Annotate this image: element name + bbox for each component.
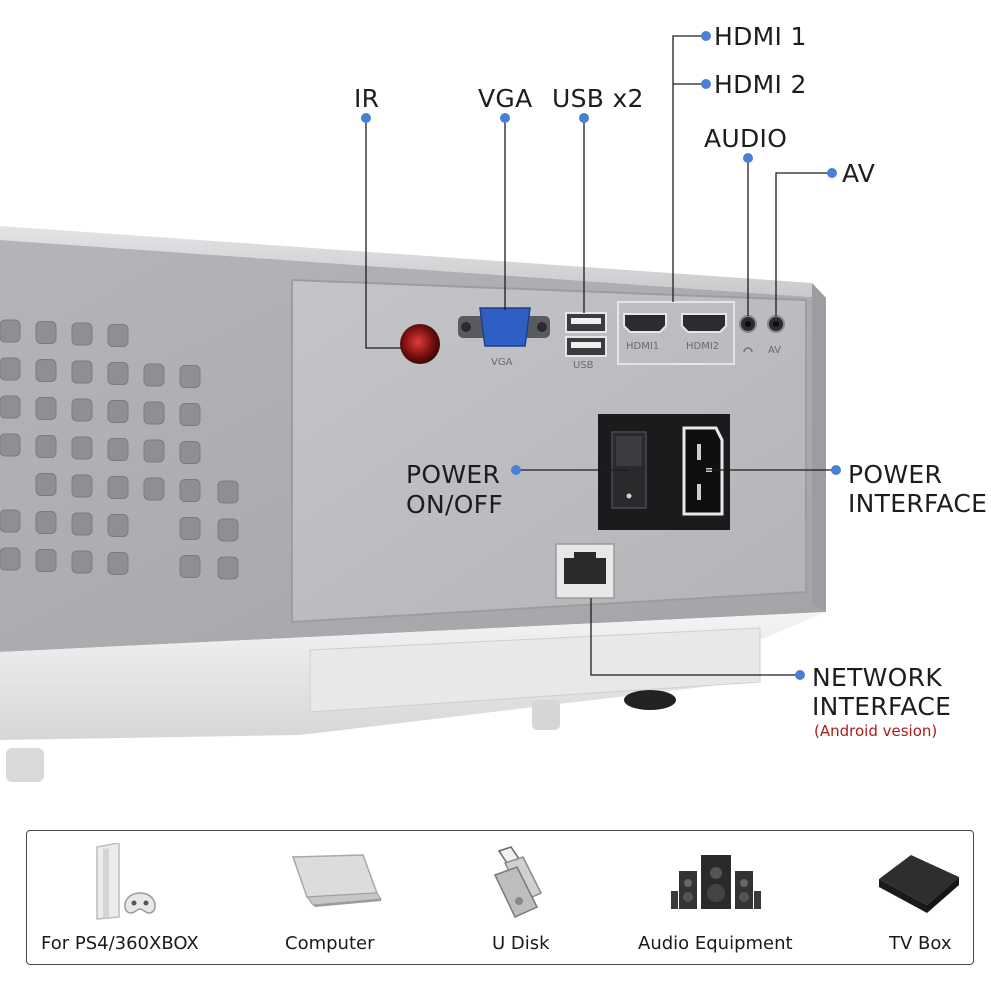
vent-slot bbox=[71, 512, 93, 536]
vent-slot bbox=[0, 433, 21, 457]
callout-dot-power-interface bbox=[831, 465, 841, 475]
label-usb: USB x2 bbox=[552, 84, 644, 113]
vent-slot bbox=[35, 511, 57, 534]
callout-dot-av bbox=[827, 168, 837, 178]
vga-port bbox=[458, 307, 550, 347]
power-socket bbox=[682, 426, 724, 516]
foot-right bbox=[624, 690, 676, 710]
callout-lines bbox=[365, 35, 836, 676]
label-ir: IR bbox=[354, 84, 380, 113]
speaker-system-icon bbox=[671, 855, 761, 909]
vent-slot bbox=[35, 549, 57, 572]
port-label-hdmi2: HDMI2 bbox=[686, 341, 720, 352]
device-label-console: For PS4/360XBOX bbox=[41, 933, 199, 954]
label-power-interface-line2: INTERFACE bbox=[848, 489, 988, 518]
port-label-hdmi1: HDMI1 bbox=[626, 341, 660, 352]
label-hdmi2: HDMI 2 bbox=[714, 70, 807, 99]
device-label-computer: Computer bbox=[285, 933, 375, 954]
vent-grid bbox=[0, 319, 239, 580]
label-hdmi1: HDMI 1 bbox=[714, 22, 807, 51]
vent-slot bbox=[71, 436, 93, 460]
vent-slot bbox=[0, 395, 21, 419]
vent-slot bbox=[107, 552, 129, 575]
compatible-devices-panel: For PS4/360XBOX Computer U Disk Audio Eq… bbox=[26, 830, 974, 965]
body-top-edge bbox=[0, 226, 826, 298]
vent-slot bbox=[107, 324, 129, 347]
label-network-line2: INTERFACE bbox=[812, 692, 952, 721]
vent-slot bbox=[0, 509, 21, 533]
vent-slot bbox=[0, 357, 21, 381]
label-network-line1: NETWORK bbox=[812, 663, 943, 692]
vent-slot bbox=[107, 438, 129, 461]
vent-slot bbox=[179, 555, 201, 578]
vent-slot bbox=[143, 401, 165, 425]
vent-slot bbox=[35, 473, 57, 496]
vent-slot bbox=[35, 397, 57, 420]
device-label-tvbox: TV Box bbox=[889, 933, 952, 954]
vent-slot bbox=[107, 514, 129, 537]
callout-dot-power-switch bbox=[511, 465, 521, 475]
callout-dot-vga bbox=[500, 113, 510, 123]
port-label-usb: USB bbox=[573, 360, 594, 371]
ir-sensor bbox=[400, 324, 440, 364]
vent-slot bbox=[0, 547, 21, 571]
vent-slot bbox=[179, 403, 201, 426]
label-audio: AUDIO bbox=[704, 124, 788, 153]
label-av: AV bbox=[842, 159, 876, 188]
label-network-note: (Android vesion) bbox=[814, 722, 938, 740]
foot-middle bbox=[532, 700, 560, 730]
hdmi-group-frame bbox=[617, 301, 735, 365]
label-vga: VGA bbox=[478, 84, 533, 113]
vent-slot bbox=[107, 400, 129, 423]
device-label-audio: Audio Equipment bbox=[638, 933, 793, 954]
label-power-interface-line1: POWER bbox=[848, 460, 943, 489]
game-console-icon bbox=[96, 843, 156, 920]
vent-slot bbox=[71, 474, 93, 498]
port-label-vga: VGA bbox=[491, 357, 513, 368]
vent-slot bbox=[71, 398, 93, 422]
vent-slot bbox=[143, 363, 165, 387]
vent-slot bbox=[35, 435, 57, 458]
callout-dot-usb bbox=[579, 113, 589, 123]
vent-slot bbox=[179, 441, 201, 464]
usb-drive-icon bbox=[493, 846, 543, 918]
port-label-av: AV bbox=[768, 345, 782, 356]
callout-dot-audio bbox=[743, 153, 753, 163]
vent-slot bbox=[71, 360, 93, 384]
vent-slot bbox=[107, 476, 129, 499]
foot-left bbox=[6, 748, 44, 782]
vent-slot bbox=[143, 477, 165, 501]
callout-dot-hdmi1 bbox=[701, 31, 711, 41]
tv-box-icon bbox=[879, 855, 959, 913]
vent-slot bbox=[217, 556, 239, 580]
vent-slot bbox=[35, 359, 57, 382]
network-port bbox=[555, 543, 615, 599]
callout-dots bbox=[361, 31, 841, 680]
label-power-switch-line1: POWER bbox=[406, 460, 501, 489]
device-label-udisk: U Disk bbox=[492, 933, 550, 954]
hdmi1-port bbox=[623, 313, 667, 333]
vent-slot bbox=[143, 439, 165, 463]
vent-slot bbox=[0, 319, 21, 343]
vent-slot bbox=[179, 365, 201, 388]
power-block bbox=[598, 414, 730, 530]
vent-slot bbox=[71, 550, 93, 574]
headphone-icon bbox=[743, 347, 753, 353]
vent-slot bbox=[107, 362, 129, 385]
vent-slot bbox=[35, 321, 57, 344]
usb-ports bbox=[565, 312, 607, 357]
vent-slot bbox=[179, 479, 201, 502]
vent-slot bbox=[217, 480, 239, 504]
vent-slot bbox=[217, 518, 239, 542]
connector-panel bbox=[291, 278, 807, 624]
label-power-switch-line2: ON/OFF bbox=[406, 490, 504, 519]
laptop-icon bbox=[291, 854, 382, 907]
hdmi2-port bbox=[681, 313, 727, 333]
vent-slot bbox=[179, 517, 201, 540]
callout-dot-ir bbox=[361, 113, 371, 123]
callout-dot-network bbox=[795, 670, 805, 680]
callout-dot-hdmi2 bbox=[701, 79, 711, 89]
vent-slot bbox=[71, 322, 93, 346]
